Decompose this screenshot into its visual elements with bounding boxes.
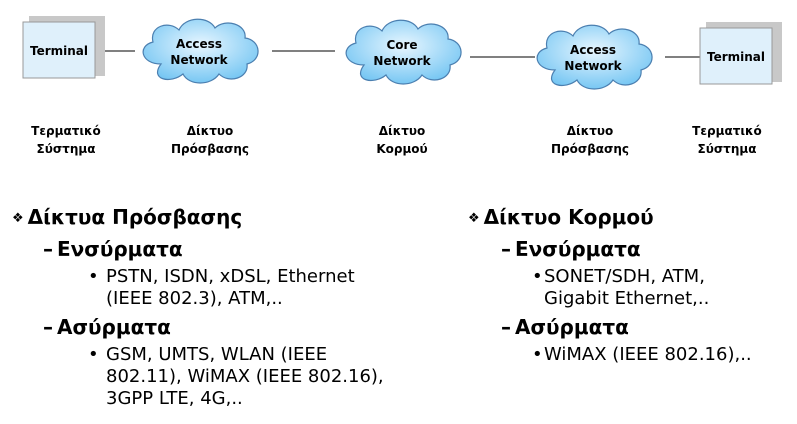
dash-bullet-icon: – (501, 237, 511, 261)
caption-access-left-line2: Πρόσβασης (170, 142, 250, 156)
access-left-cloud-shape (142, 18, 259, 84)
core-network: Core Network (345, 19, 462, 85)
caption-terminal-right-line1: Τερματικό (692, 124, 762, 138)
core-network-heading-text: Δίκτυο Κορμού (483, 205, 654, 229)
terminal-right-box (699, 27, 773, 85)
terminal-left: Terminal (22, 16, 105, 79)
access-right-cloud-shape (536, 24, 653, 90)
access-wireless-item-text: GSM, UMTS, WLAN (IEEE 802.11), WiMAX (IE… (106, 344, 384, 409)
access-right-label-line1: Access (570, 43, 616, 57)
terminal-left-label: Terminal (30, 44, 88, 58)
caption-core-line1: Δίκτυο (378, 124, 426, 138)
network-diagram: Terminal Access Network Core Network Acc… (22, 16, 782, 90)
caption-core-line2: Κορμού (376, 142, 428, 156)
dash-bullet-icon: – (43, 315, 53, 339)
access-wired-label: Ενσύρματα (57, 237, 183, 261)
access-left-label-line1: Access (176, 37, 222, 51)
core-wireless-label: Ασύρματα (515, 315, 629, 339)
caption-terminal-left-line1: Τερματικό (31, 124, 101, 138)
access-network-left: Access Network (142, 18, 259, 84)
caption-access-left-line1: Δίκτυο (186, 124, 234, 138)
dash-bullet-icon: – (43, 237, 53, 261)
diamond-bullet-icon: ❖ (12, 211, 24, 226)
core-cloud-shape (345, 19, 462, 85)
core-wireless-heading: –Ασύρματα (501, 314, 788, 340)
dot-bullet-icon: • (88, 266, 99, 287)
core-network-list: ❖Δίκτυο Κορμού –Ενσύρματα •SONET/SDH, AT… (468, 204, 788, 366)
core-label-line1: Core (386, 38, 417, 52)
access-left-label-line2: Network (170, 53, 228, 67)
access-right-label-line2: Network (564, 59, 622, 73)
core-label-line2: Network (373, 54, 431, 68)
access-wired-item: • PSTN, ISDN, xDSL, Ethernet (IEEE 802.3)… (88, 266, 432, 310)
caption-access-left: Δίκτυο Πρόσβασης (150, 122, 270, 158)
access-network-right: Access Network (536, 24, 653, 90)
core-wireless-item-text: WiMAX (IEEE 802.16),.. (544, 344, 752, 365)
core-network-heading: ❖Δίκτυο Κορμού (468, 204, 788, 232)
terminal-right: Terminal (699, 22, 782, 85)
dot-bullet-icon: • (532, 344, 543, 365)
access-networks-heading-text: Δίκτυα Πρόσβασης (27, 205, 243, 229)
dot-bullet-icon: • (88, 344, 99, 365)
caption-terminal-left: Τερματικό Σύστημα (6, 122, 126, 158)
dash-bullet-icon: – (501, 315, 511, 339)
caption-access-right-line2: Πρόσβασης (550, 142, 630, 156)
access-networks-heading: ❖Δίκτυα Πρόσβασης (12, 204, 432, 232)
terminal-left-box (22, 21, 96, 79)
access-networks-list: ❖Δίκτυα Πρόσβασης –Ενσύρματα •PSTN, ISDN… (12, 204, 432, 410)
caption-terminal-left-line2: Σύστημα (36, 142, 96, 156)
caption-access-right: Δίκτυο Πρόσβασης (530, 122, 650, 158)
access-wireless-heading: –Ασύρματα (43, 314, 432, 340)
core-wired-item: •SONET/SDH, ATM, Gigabit Ethernet,.. (532, 266, 788, 310)
caption-access-right-line1: Δίκτυο (566, 124, 614, 138)
diamond-bullet-icon: ❖ (468, 211, 480, 226)
caption-terminal-right: Τερματικό Σύστημα (667, 122, 787, 158)
caption-terminal-right-line2: Σύστημα (697, 142, 757, 156)
core-wired-label: Ενσύρματα (515, 237, 641, 261)
access-wired-heading: –Ενσύρματα (43, 236, 432, 262)
access-wired-item-text: PSTN, ISDN, xDSL, Ethernet (IEEE 802.3),… (106, 266, 355, 309)
core-wireless-item: •WiMAX (IEEE 802.16),.. (532, 344, 788, 366)
core-wired-heading: –Ενσύρματα (501, 236, 788, 262)
access-wireless-label: Ασύρματα (57, 315, 171, 339)
terminal-right-label: Terminal (707, 50, 765, 64)
caption-core: Δίκτυο Κορμού (342, 122, 462, 158)
dot-bullet-icon: • (532, 266, 543, 287)
access-wireless-item: • GSM, UMTS, WLAN (IEEE 802.11), WiMAX (I… (88, 344, 432, 410)
core-wired-item-text: SONET/SDH, ATM, Gigabit Ethernet,.. (544, 266, 710, 309)
